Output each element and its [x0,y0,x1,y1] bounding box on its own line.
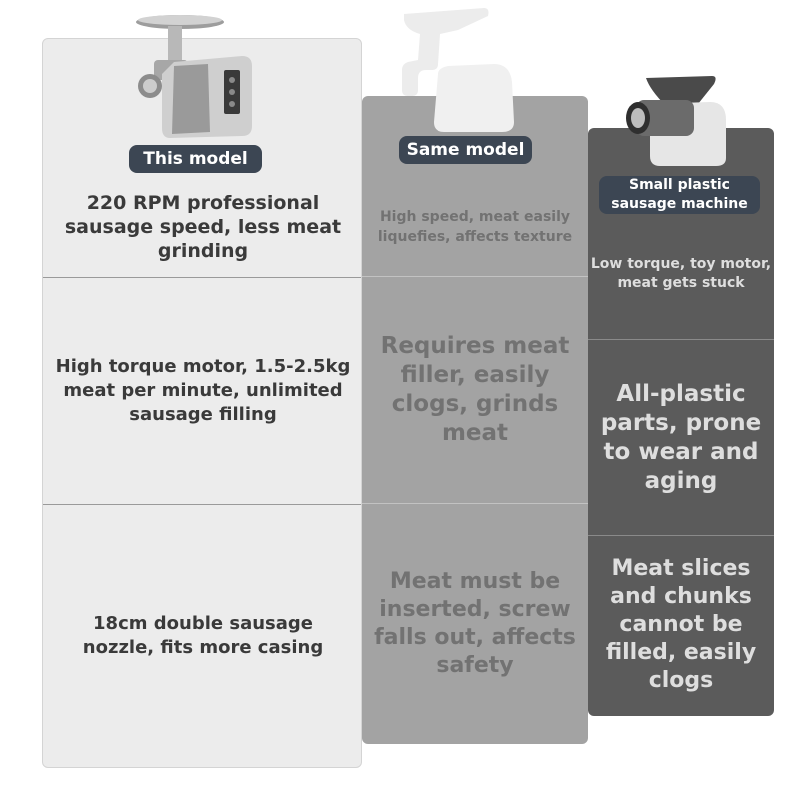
this-model-badge: This model [129,145,262,173]
same-model-badge: Same model [399,136,532,164]
plastic-machine-column: Low torque, toy motor, meat gets stuck A… [588,128,774,716]
same-model-filler-text: Requires meat filler, easily clogs, grin… [380,333,570,446]
white-grinder-silhouette-icon [402,8,514,132]
plastic-machine-badge: Small plastic sausage machine [599,176,760,214]
steel-meat-grinder-icon [136,15,252,138]
row-divider [43,504,361,505]
same-model-column: High speed, meat easily liquefies, affec… [362,96,588,744]
plastic-clogs-text: Meat slices and chunks cannot be filled,… [605,556,757,693]
plastic-parts-text: All-plastic parts, prone to wear and agi… [600,380,762,494]
row-divider [588,535,774,536]
row-divider [362,276,588,277]
same-model-safety-text: Meat must be inserted, screw falls out, … [374,569,576,678]
this-model-nozzle-text: 18cm double sausage nozzle, fits more ca… [82,613,324,658]
row-divider [588,339,774,340]
same-model-speed-text: High speed, meat easily liquefies, affec… [377,209,573,245]
row-divider [362,503,588,504]
plastic-torque-text: Low torque, toy motor, meat gets stuck [590,256,772,291]
this-model-motor-text: High torque motor, 1.5-2.5kg meat per mi… [55,356,351,425]
this-model-speed-text: 220 RPM professional sausage speed, less… [64,192,342,262]
plastic-sausage-machine-icon [626,76,726,166]
row-divider [43,277,361,278]
